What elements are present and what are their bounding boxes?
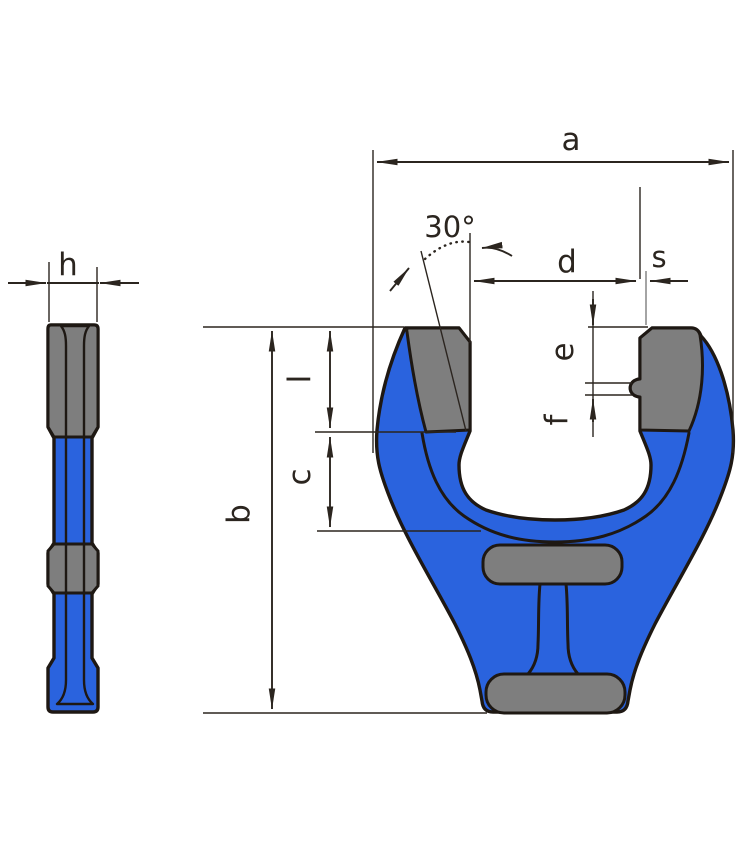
dimension-angle-30: 30° — [389, 210, 513, 432]
front-view-mid-bar — [481, 543, 624, 586]
dim-label-l: l — [282, 375, 318, 384]
dimension-e-f: e f — [539, 291, 648, 437]
side-view — [46, 323, 100, 714]
dim-label-a: a — [562, 122, 581, 158]
dimension-s: s — [645, 240, 688, 325]
dim-label-d: d — [557, 244, 577, 280]
dim-label-angle: 30° — [424, 210, 475, 244]
front-view-right-jaw — [628, 326, 704, 433]
front-view-bottom-bar — [484, 672, 627, 715]
dimension-b: b — [203, 326, 487, 714]
dim-label-e: e — [545, 342, 581, 361]
dimension-h: h — [8, 247, 139, 322]
side-view-core-stripe — [55, 324, 95, 706]
angle-arrow-left — [389, 267, 410, 292]
front-view-stem-right-edge — [564, 582, 580, 676]
dimension-a: a — [372, 122, 734, 453]
dimension-d: d — [469, 187, 641, 343]
front-view-slot-back-curve — [420, 431, 691, 544]
dim-label-s: s — [651, 240, 666, 274]
angle-arc-dotted — [423, 240, 471, 261]
front-view — [374, 326, 736, 715]
side-view-top-block — [46, 323, 100, 439]
dim-label-b: b — [221, 504, 257, 524]
dimension-c: c — [282, 436, 481, 532]
dim-label-c: c — [282, 468, 318, 485]
side-view-mid-block — [46, 542, 100, 595]
dimension-l: l — [282, 330, 456, 433]
dim-label-h: h — [58, 247, 78, 283]
angle-slant-line — [420, 250, 467, 432]
front-view-stem-left-edge — [526, 582, 542, 676]
angle-arrow-right — [481, 241, 513, 257]
dim-label-f: f — [539, 413, 575, 425]
